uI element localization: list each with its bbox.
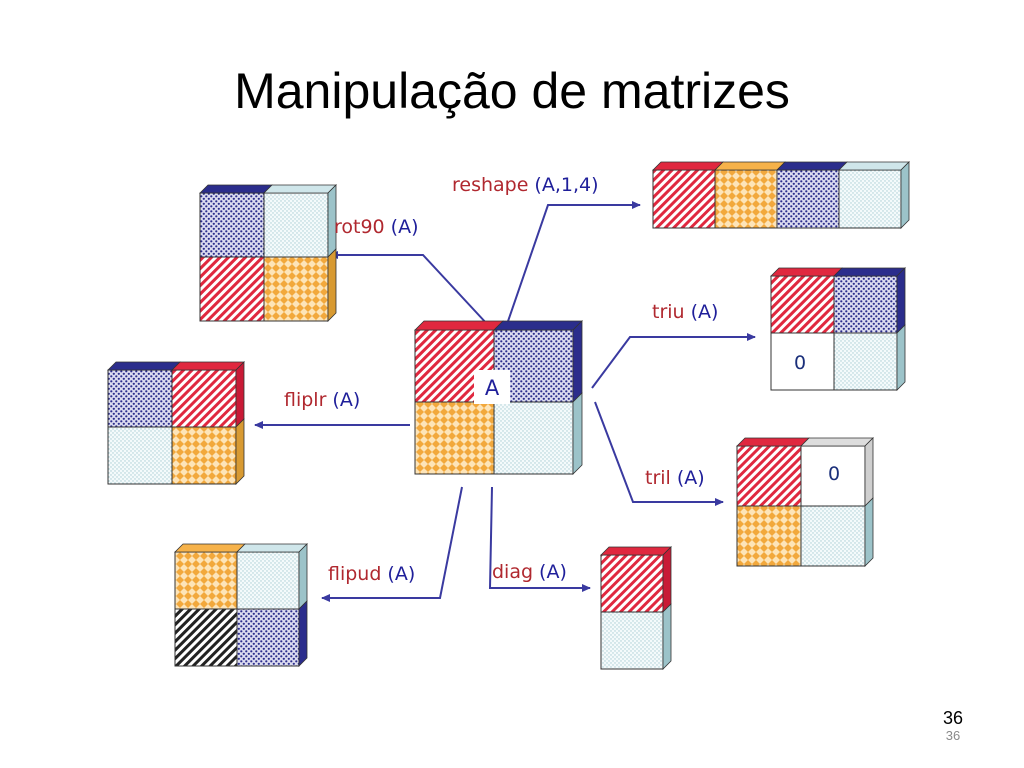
flipud-result-cell-1-1 <box>236 600 308 667</box>
tril-result-cell-0-1 <box>800 437 874 507</box>
matrix-a-cell-0-1 <box>493 320 583 403</box>
matrix-a-cell-1-1 <box>493 392 583 475</box>
fliplr-label-args: (A) <box>332 389 360 411</box>
fliplr-result-cell-1-0 <box>107 426 173 485</box>
diag-result-cell-1-0 <box>600 603 672 670</box>
diag-label-name: diag <box>492 561 533 583</box>
rot90-result-block <box>199 184 337 322</box>
tril-label-args: (A) <box>677 467 705 489</box>
reshape-result-cell-0-0 <box>652 161 724 229</box>
rot90-label-name: rot90 <box>334 216 385 238</box>
page-number: 36 <box>942 708 964 728</box>
tril-arrow <box>594 401 724 506</box>
arrows-layer <box>254 201 756 602</box>
diag-label: diag (A) <box>492 561 567 583</box>
reshape-label-args: (A,1,4) <box>534 174 598 196</box>
rot90-result-cell-1-1 <box>263 248 337 322</box>
triu-label-name: triu <box>652 301 685 323</box>
triu-result-cell-1-1 <box>833 324 906 391</box>
fliplr-result-cell-0-1 <box>171 361 245 428</box>
diag-result-cell-0-0 <box>600 546 672 613</box>
rot90-result-cell-1-0 <box>199 256 265 322</box>
tril-result-block <box>736 437 874 567</box>
triu-result-cell-0-1 <box>833 267 906 334</box>
rot90-result-cell-0-0 <box>199 184 273 258</box>
reshape-result-cell-0-1 <box>714 161 786 229</box>
page-number-small: 36 <box>945 728 961 743</box>
matrix-a-text: A <box>485 376 500 400</box>
fliplr-result-cell-1-1 <box>171 418 245 485</box>
flipud-arrow <box>321 486 463 602</box>
rot90-label: rot90 (A) <box>334 216 418 238</box>
flipud-result-block <box>174 543 308 667</box>
tril-label-name: tril <box>645 467 671 489</box>
flipud-label-name: flipud <box>328 563 381 585</box>
triu-result-cell-1-0 <box>770 332 835 391</box>
reshape-result-cell-0-2 <box>776 161 848 229</box>
triu-result-cell-0-0 <box>770 267 843 334</box>
fliplr-result-block <box>107 361 245 485</box>
reshape-result-cell-0-3 <box>838 161 910 229</box>
diag-label-args: (A) <box>539 561 567 583</box>
triu-zero-label: 0 <box>794 352 806 374</box>
reshape-label-name: reshape <box>452 174 528 196</box>
fliplr-label-name: fliplr <box>284 389 327 411</box>
tril-label: tril (A) <box>645 467 705 489</box>
flipud-label-args: (A) <box>387 563 415 585</box>
triu-label: triu (A) <box>652 301 718 323</box>
fliplr-result-cell-0-0 <box>107 361 181 428</box>
flipud-result-cell-0-0 <box>174 543 246 610</box>
tril-zero-label: 0 <box>828 463 840 485</box>
triu-arrow <box>591 333 756 389</box>
fliplr-label: fliplr(A) <box>284 389 360 411</box>
tril-result-cell-1-0 <box>736 505 802 567</box>
blocks-layer <box>107 161 910 670</box>
flipud-result-cell-1-0 <box>174 608 238 667</box>
diag-result-block <box>600 546 672 670</box>
reshape-arrow <box>504 201 641 331</box>
reshape-label: reshape (A,1,4) <box>452 174 599 196</box>
flipud-label: flipud (A) <box>328 563 415 585</box>
triu-label-args: (A) <box>691 301 719 323</box>
flipud-result-cell-0-1 <box>236 543 308 610</box>
slide-title: Manipulação de matrizes <box>234 63 790 119</box>
rot90-label-args: (A) <box>391 216 419 238</box>
tril-result-cell-1-1 <box>800 497 874 567</box>
triu-result-block <box>770 267 906 391</box>
matrix-a-label: A <box>474 370 510 404</box>
labels-layer: A00reshape(A,1,4)rot90(A)fliplr(A)flipud… <box>284 174 840 585</box>
rot90-arrow <box>329 251 489 326</box>
rot90-result-cell-0-1 <box>263 184 337 258</box>
diag-arrow <box>488 486 591 592</box>
reshape-result-block <box>652 161 910 229</box>
tril-result-cell-0-0 <box>736 437 810 507</box>
matrix-a-cell-1-0 <box>414 401 495 475</box>
